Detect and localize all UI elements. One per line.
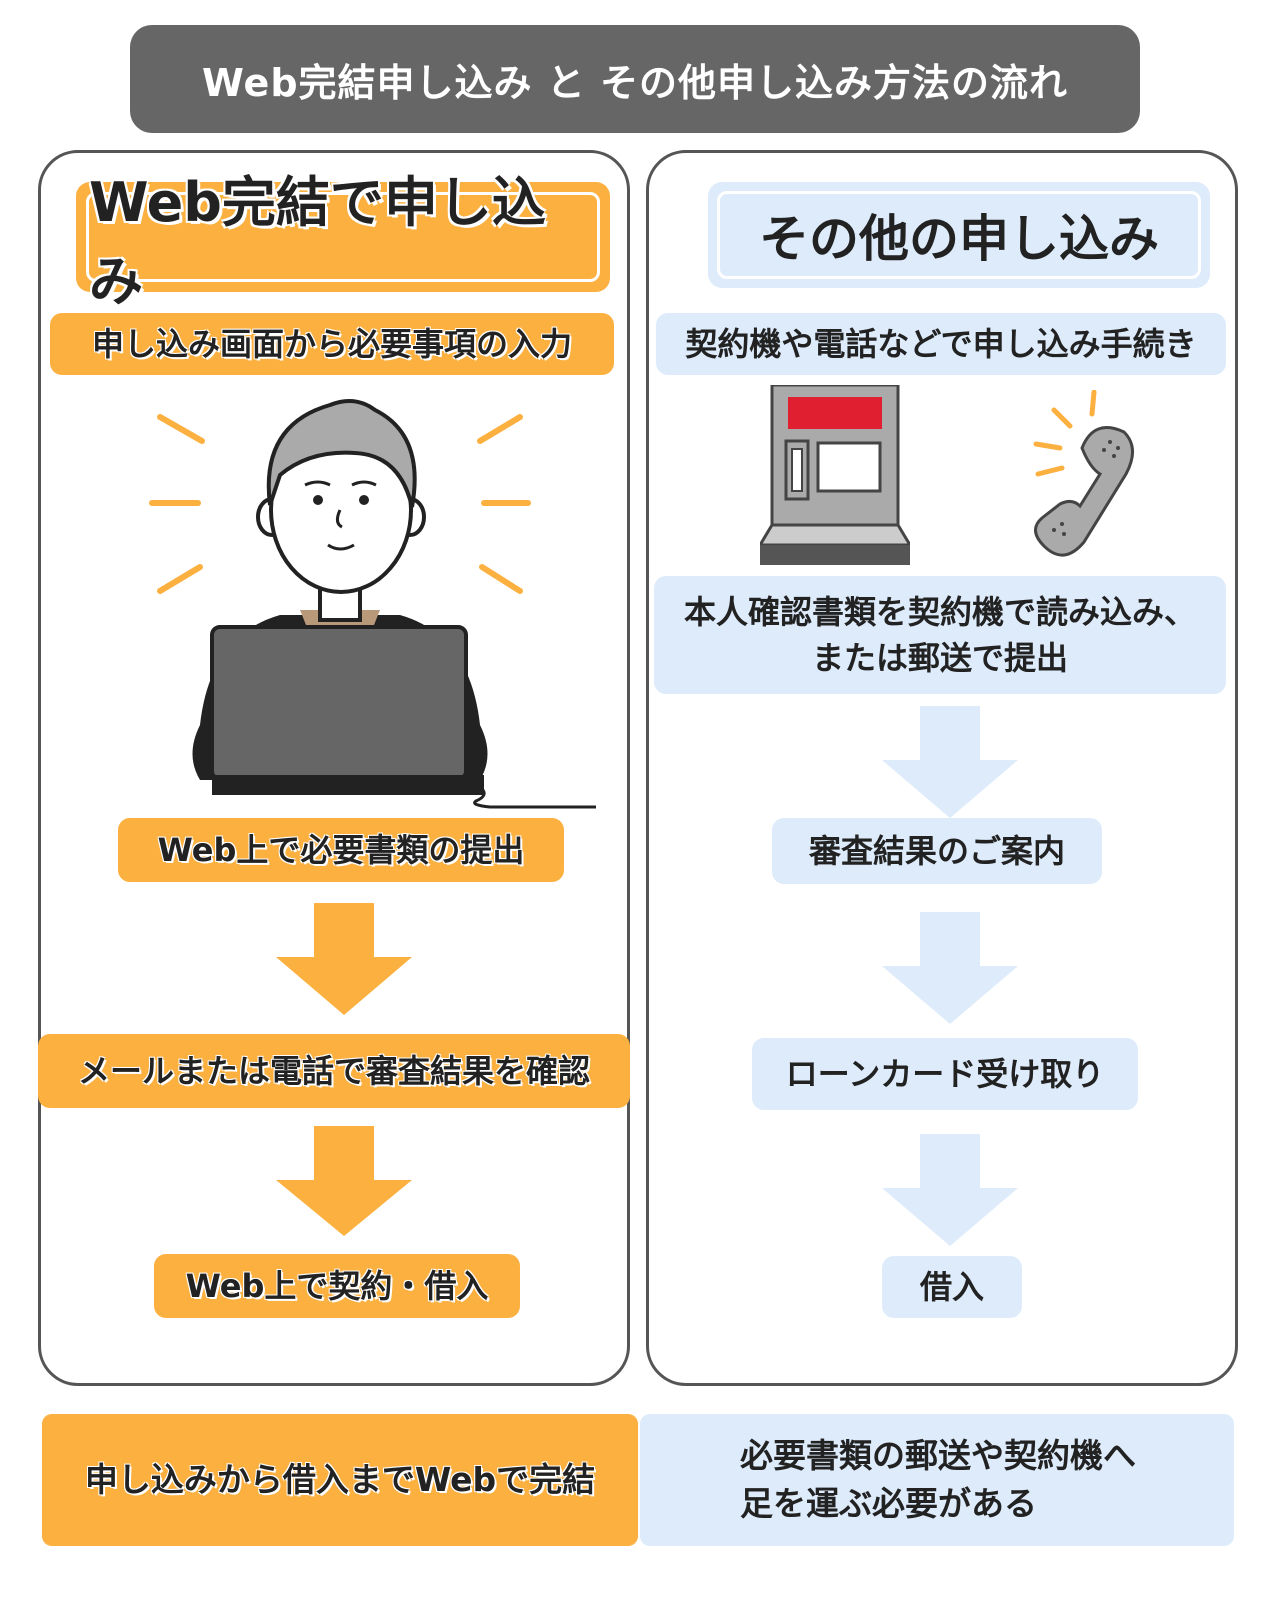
right-arrow-down-icon: [882, 706, 1018, 818]
right-arrow-down-icon-3: [882, 1134, 1018, 1246]
right-step-loan-card: ローンカード受け取り: [752, 1038, 1138, 1110]
right-step-apply: 契約機や電話などで申し込み手続き: [656, 313, 1226, 375]
telephone-icon: [1033, 390, 1134, 557]
right-summary-line2: 足を運ぶ必要がある: [740, 1484, 1037, 1523]
right-step-id-docs-line2: または郵送で提出: [811, 639, 1068, 677]
person-laptop-icon: [149, 399, 596, 809]
left-heading: Web完結で申し込み: [76, 171, 610, 313]
right-summary-line1: 必要書類の郵送や契約機へ: [740, 1436, 1136, 1476]
right-step-borrow: 借入: [882, 1256, 1022, 1318]
left-step-review-result: メールまたは電話で審査結果を確認: [38, 1034, 630, 1108]
contract-machine-icon: [760, 385, 910, 565]
right-step-id-docs: 本人確認書類を契約機で読み込み、 または郵送で提出: [654, 576, 1226, 694]
left-step-input: 申し込み画面から必要事項の入力: [50, 313, 614, 375]
left-heading-text: Web完結で申し込み: [86, 171, 600, 313]
right-heading-text: その他の申し込み: [717, 191, 1201, 279]
left-arrow-down-icon-2: [276, 1126, 412, 1236]
right-step-id-docs-line1: 本人確認書類を契約機で読み込み、: [683, 592, 1196, 631]
page-title: Web完結申し込み と その他申し込み方法の流れ: [130, 25, 1140, 133]
left-arrow-down-icon: [276, 903, 412, 1015]
right-heading: その他の申し込み: [708, 182, 1210, 288]
left-step-submit-docs: Web上で必要書類の提出: [118, 818, 564, 882]
left-step-contract: Web上で契約・借入: [154, 1254, 520, 1318]
right-summary: 必要書類の郵送や契約機へ 足を運ぶ必要がある: [640, 1414, 1234, 1546]
left-summary: 申し込みから借入までWebで完結: [42, 1414, 638, 1546]
right-step-review-result: 審査結果のご案内: [772, 818, 1102, 884]
right-arrow-down-icon-2: [882, 912, 1018, 1024]
